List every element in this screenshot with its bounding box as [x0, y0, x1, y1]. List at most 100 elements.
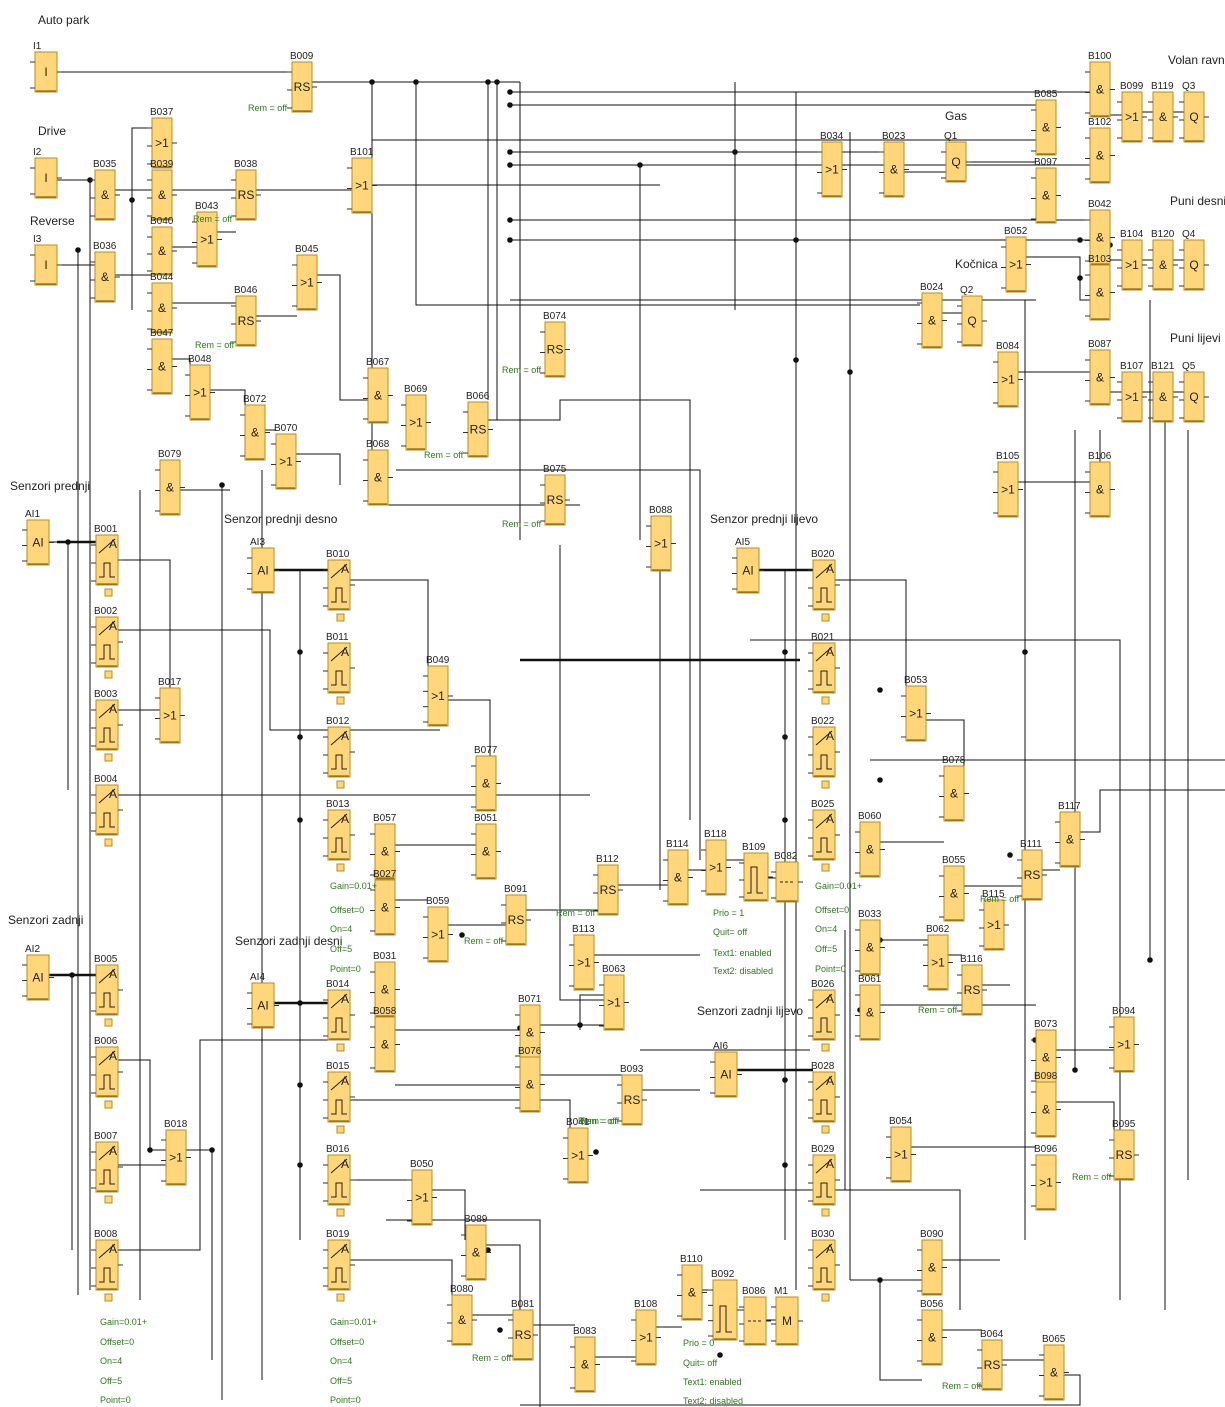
logic-block-b049[interactable]: >1	[423, 666, 453, 726]
logic-block-q4[interactable]: Q	[1179, 240, 1209, 290]
logic-block-i1[interactable]: I	[30, 52, 62, 92]
expand-icon[interactable]	[822, 1209, 829, 1216]
logic-block-b100[interactable]: &	[1085, 62, 1115, 117]
logic-block-i2[interactable]: I	[30, 158, 62, 198]
logic-block-b015[interactable]: A	[323, 1072, 355, 1133]
logic-block-q1[interactable]: Q	[941, 142, 971, 182]
logic-block-b041[interactable]: >1	[563, 1128, 593, 1183]
logic-block-q2[interactable]: Q	[957, 296, 987, 346]
logic-block-b026[interactable]: A	[808, 990, 840, 1051]
logic-block-b014[interactable]: A	[323, 990, 355, 1051]
logic-block-b081[interactable]: RS	[508, 1310, 538, 1360]
logic-block-b018[interactable]: >1	[161, 1130, 191, 1185]
logic-block-b095[interactable]: RS	[1109, 1130, 1139, 1180]
logic-block-b029[interactable]: A	[808, 1155, 840, 1216]
logic-block-b072[interactable]: &	[240, 405, 270, 460]
logic-block-b070[interactable]: >1	[271, 434, 301, 489]
expand-icon[interactable]	[105, 839, 112, 846]
logic-block-ai2[interactable]: AI	[22, 955, 54, 1000]
logic-block-b005[interactable]: A	[91, 965, 123, 1026]
logic-block-b045[interactable]: >1	[292, 255, 322, 310]
logic-block-b110[interactable]: &	[677, 1265, 707, 1320]
logic-block-b011[interactable]: A	[323, 643, 355, 704]
logic-block-q5[interactable]: Q	[1179, 372, 1209, 422]
logic-block-ai4[interactable]: AI	[247, 983, 279, 1028]
logic-block-b066[interactable]: RS	[463, 402, 493, 457]
expand-icon[interactable]	[105, 1101, 112, 1108]
expand-icon[interactable]	[105, 671, 112, 678]
logic-block-b030[interactable]: A	[808, 1240, 840, 1301]
logic-block-b009[interactable]: RS	[287, 62, 317, 112]
logic-block-ai6[interactable]: AI	[710, 1052, 742, 1097]
expand-icon[interactable]	[337, 1126, 344, 1133]
logic-block-b060[interactable]: &	[855, 822, 885, 877]
logic-block-b105[interactable]: >1	[993, 462, 1023, 517]
logic-block-b059[interactable]: >1	[423, 907, 453, 962]
logic-block-b008[interactable]: A	[91, 1240, 123, 1301]
logic-block-b099[interactable]: >1	[1117, 92, 1147, 142]
logic-block-b102[interactable]: &	[1085, 128, 1115, 183]
logic-block-b112[interactable]: RS	[593, 865, 623, 915]
logic-block-b077[interactable]: &	[471, 756, 501, 811]
logic-block-b089[interactable]: &	[461, 1225, 491, 1280]
logic-block-q3[interactable]: Q	[1179, 92, 1209, 142]
expand-icon[interactable]	[337, 1209, 344, 1216]
logic-block-b096[interactable]: >1	[1031, 1155, 1061, 1210]
logic-block-b082[interactable]	[771, 862, 803, 902]
logic-block-i3[interactable]: I	[30, 245, 62, 285]
logic-block-b075[interactable]: RS	[540, 475, 570, 525]
logic-block-b012[interactable]: A	[323, 727, 355, 788]
logic-block-b056[interactable]: &	[917, 1310, 947, 1365]
logic-block-b048[interactable]: >1	[185, 365, 215, 420]
logic-block-b006[interactable]: A	[91, 1047, 123, 1108]
logic-block-b120[interactable]: &	[1148, 240, 1178, 290]
logic-block-b065[interactable]: &	[1039, 1345, 1069, 1400]
logic-block-b061[interactable]: &	[855, 985, 885, 1040]
expand-icon[interactable]	[337, 614, 344, 621]
expand-icon[interactable]	[105, 589, 112, 596]
logic-block-b094[interactable]: >1	[1109, 1017, 1139, 1072]
logic-block-b069[interactable]: >1	[401, 395, 431, 450]
expand-icon[interactable]	[105, 754, 112, 761]
logic-block-b087[interactable]: &	[1085, 350, 1115, 405]
expand-icon[interactable]	[105, 1019, 112, 1026]
logic-block-b104[interactable]: >1	[1117, 240, 1147, 290]
logic-block-b004[interactable]: A	[91, 785, 123, 846]
logic-block-b002[interactable]: A	[91, 617, 123, 678]
logic-block-b086[interactable]	[739, 1297, 771, 1345]
logic-block-b033[interactable]: &	[855, 920, 885, 975]
logic-block-b046[interactable]: RS	[231, 296, 261, 346]
logic-block-b076[interactable]: &	[515, 1057, 545, 1112]
logic-block-b109[interactable]	[739, 853, 773, 901]
logic-block-b083[interactable]: &	[570, 1337, 600, 1392]
logic-block-b093[interactable]: RS	[617, 1075, 647, 1125]
logic-block-b115[interactable]: >1	[979, 900, 1009, 950]
logic-block-b052[interactable]: >1	[1001, 237, 1031, 292]
logic-block-b001[interactable]: A	[91, 535, 123, 596]
expand-icon[interactable]	[822, 697, 829, 704]
logic-block-b103[interactable]: &	[1085, 265, 1115, 320]
logic-block-b036[interactable]: &	[90, 252, 120, 302]
logic-block-b090[interactable]: &	[917, 1240, 947, 1295]
logic-block-ai5[interactable]: AI	[732, 548, 764, 593]
logic-block-b040[interactable]: &	[147, 227, 177, 275]
logic-block-m1[interactable]: M	[771, 1297, 803, 1345]
expand-icon[interactable]	[105, 1294, 112, 1301]
logic-block-b062[interactable]: >1	[923, 935, 953, 990]
logic-block-b019[interactable]: A	[323, 1240, 355, 1301]
expand-icon[interactable]	[822, 1044, 829, 1051]
logic-block-b118[interactable]: >1	[701, 840, 731, 895]
logic-block-b025[interactable]: A	[808, 810, 840, 871]
logic-block-b091[interactable]: RS	[501, 895, 531, 945]
logic-block-b101[interactable]: >1	[347, 158, 377, 213]
logic-block-b113[interactable]: >1	[569, 935, 599, 990]
logic-block-b097[interactable]: &	[1031, 168, 1061, 223]
logic-block-b016[interactable]: A	[323, 1155, 355, 1216]
logic-block-b024[interactable]: &	[917, 293, 947, 348]
logic-block-b038[interactable]: RS	[231, 170, 261, 220]
logic-block-b017[interactable]: >1	[155, 688, 185, 743]
expand-icon[interactable]	[337, 1044, 344, 1051]
logic-block-b114[interactable]: &	[663, 850, 693, 905]
logic-block-b047[interactable]: &	[147, 339, 177, 394]
logic-block-b021[interactable]: A	[808, 643, 840, 704]
